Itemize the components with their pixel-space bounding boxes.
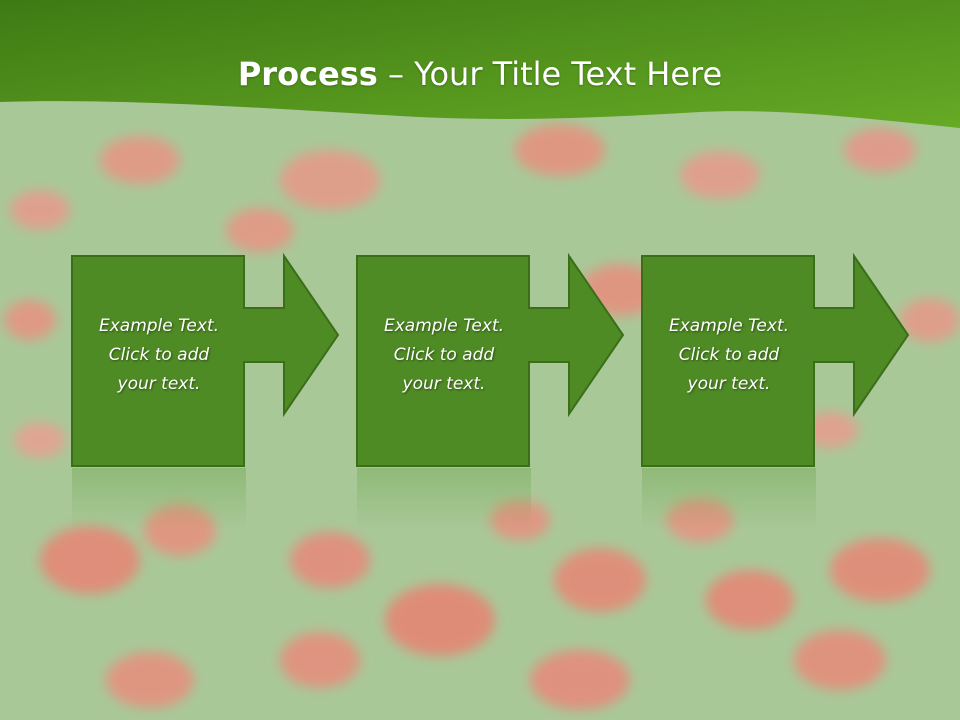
step-arrow-shape (71, 252, 340, 467)
step-text-line: your text. (402, 374, 486, 394)
step-arrow-shape (641, 252, 910, 467)
step-arrow-shape (356, 252, 625, 467)
step-text: Example Text. Click to add your text. (642, 312, 816, 399)
step-text-line: Example Text. (383, 316, 505, 336)
process-step-2[interactable]: Example Text. Click to add your text. (356, 252, 625, 468)
step-text-line: Example Text. (98, 316, 220, 336)
step-reflection (357, 468, 531, 530)
step-text-line: Example Text. (668, 316, 790, 336)
process-step-3[interactable]: Example Text. Click to add your text. (641, 252, 910, 468)
process-step-1[interactable]: Example Text. Click to add your text. (71, 252, 340, 468)
title-rest-part: – Your Title Text Here (377, 55, 723, 93)
step-text-line: Click to add (108, 345, 210, 365)
step-text: Example Text. Click to add your text. (357, 312, 531, 399)
page-title: Process – Your Title Text Here (0, 52, 960, 96)
step-reflection (642, 468, 816, 530)
title-banner (0, 0, 960, 128)
step-text-line: Click to add (393, 345, 495, 365)
step-text: Example Text. Click to add your text. (72, 312, 246, 399)
poppy-field-image (4, 124, 960, 710)
title-bold-part: Process (237, 55, 378, 93)
step-text-line: Click to add (678, 345, 780, 365)
step-reflection (72, 468, 246, 530)
step-text-line: your text. (117, 374, 201, 394)
step-text-line: your text. (687, 374, 771, 394)
